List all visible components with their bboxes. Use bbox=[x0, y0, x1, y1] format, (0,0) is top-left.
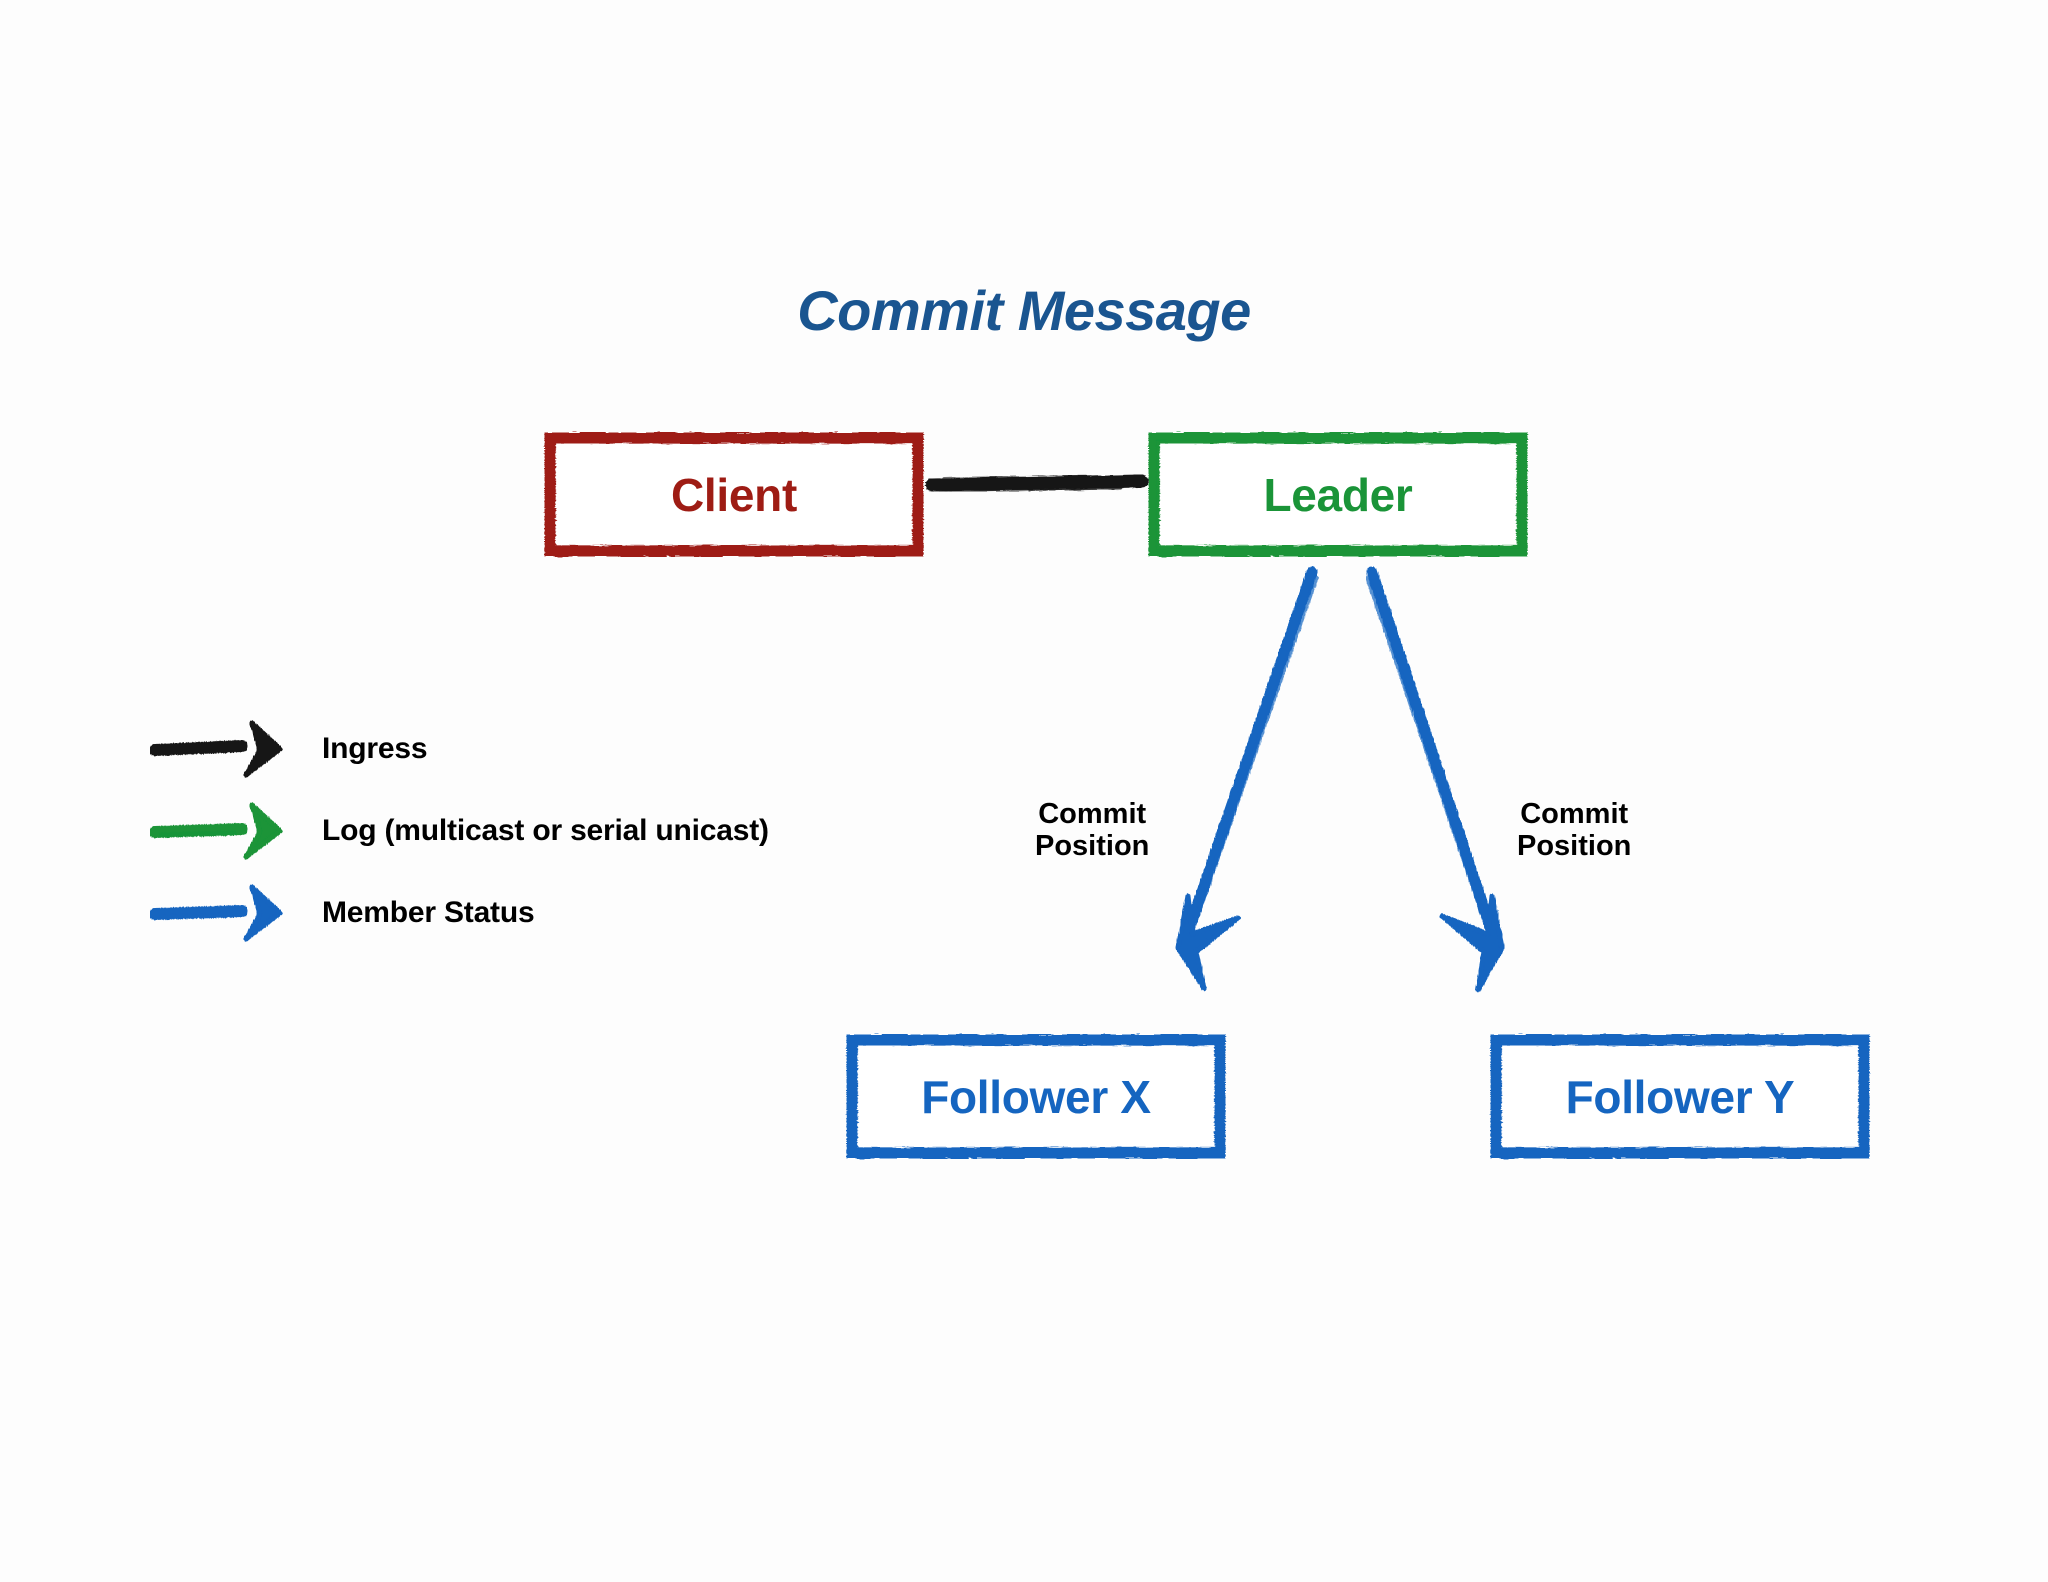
edge-label-line1: Commit bbox=[1520, 798, 1629, 830]
edge-leader-to-follower-y bbox=[1365, 566, 1505, 993]
legend-item-log: Log (multicast or serial unicast) bbox=[150, 800, 910, 862]
page-title: Commit Message bbox=[797, 279, 1251, 342]
node-follower-x-label: Follower X bbox=[921, 1070, 1151, 1123]
node-client[interactable]: Client bbox=[544, 432, 924, 557]
node-follower-y-label: Follower Y bbox=[1565, 1070, 1795, 1123]
legend-item-ingress: Ingress bbox=[150, 718, 910, 780]
arrow-right-icon bbox=[150, 884, 283, 942]
node-client-label: Client bbox=[671, 468, 797, 521]
edge-label-line2: Position bbox=[1517, 830, 1632, 863]
node-leader-label: Leader bbox=[1263, 468, 1413, 521]
edge-leader-to-follower-x bbox=[1175, 566, 1319, 991]
node-follower-x[interactable]: Follower X bbox=[846, 1034, 1226, 1159]
legend-item-label: Member Status bbox=[322, 896, 535, 929]
edge-label-line1: Commit bbox=[1038, 798, 1147, 830]
follower-y-box-frame bbox=[1490, 1034, 1870, 1159]
arrow-right-icon bbox=[150, 720, 283, 778]
client-box-frame bbox=[544, 432, 924, 557]
edge-label-line2: Position bbox=[1035, 830, 1150, 863]
edge-label-commit-position-right: Commit Position bbox=[1517, 798, 1631, 863]
node-follower-y[interactable]: Follower Y bbox=[1490, 1034, 1870, 1159]
follower-x-box-frame bbox=[846, 1034, 1226, 1159]
node-leader[interactable]: Leader bbox=[1148, 432, 1528, 557]
legend: Ingress Log (multicast or serial unicast… bbox=[150, 718, 910, 944]
legend-item-member-status: Member Status bbox=[150, 882, 910, 944]
arrow-right-icon bbox=[150, 802, 283, 860]
edge-client-to-leader bbox=[925, 474, 1149, 493]
legend-item-label: Log (multicast or serial unicast) bbox=[322, 814, 769, 847]
edge-label-commit-position-left: Commit Position bbox=[1035, 798, 1149, 863]
legend-item-label: Ingress bbox=[322, 732, 428, 765]
leader-box-frame bbox=[1148, 432, 1528, 557]
